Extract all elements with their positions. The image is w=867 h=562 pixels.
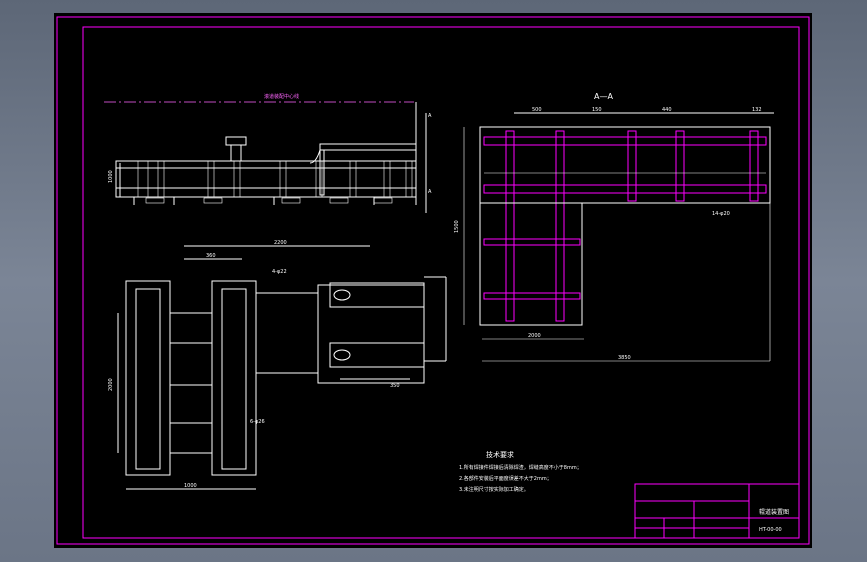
technical-notes: 技术要求 1.所有焊接件焊接后清除焊渣，焊缝高度不小于8mm； 2.各部件安装后… (459, 450, 582, 493)
centerline-note: 滚道装配中心线 (264, 93, 299, 100)
plan-dim-bottom: 1000 (184, 483, 197, 489)
top-dim-2: 150 (592, 107, 602, 113)
front-elevation-view: 滚道装配中心线 1000 A (104, 93, 432, 213)
plan-dim-width: 360 (206, 253, 216, 259)
sheet-outer-border (56, 16, 810, 545)
cad-viewport[interactable]: 滚道装配中心线 1000 A (54, 13, 812, 548)
title-block: 辊道装置图 HT-00-00 (634, 483, 800, 539)
drawing-code: HT-00-00 (759, 527, 782, 533)
bottom-dim-1: 2000 (528, 333, 541, 339)
sheet-inner-border (82, 26, 800, 539)
section-mark-upper: A (428, 113, 432, 119)
hole-callout-2: 4-φ22 (272, 269, 287, 275)
section-aa-view: A—A 500 150 440 132 1500 2000 3850 14-φ2… (454, 92, 774, 362)
bottom-dim-2: 3850 (618, 355, 631, 361)
plan-dim-motor: 350 (390, 383, 400, 389)
plan-dim-left: 2000 (108, 378, 114, 391)
left-dim-1: 1500 (454, 220, 460, 233)
top-dim-3: 440 (662, 107, 672, 113)
top-dim-4: 132 (752, 107, 762, 113)
drawing-canvas: 滚道装配中心线 1000 A (56, 16, 810, 545)
section-mark-lower: A (428, 189, 432, 195)
note-line-1: 1.所有焊接件焊接后清除焊渣，焊缝高度不小于8mm； (459, 464, 582, 471)
drawing-name: 辊道装置图 (759, 508, 789, 516)
top-dim-1: 500 (532, 107, 542, 113)
height-dim: 1000 (108, 170, 114, 183)
plan-view: 2200 360 4-φ22 6-φ26 1000 2000 350 (108, 240, 447, 490)
hole-callout-3: 6-φ26 (250, 419, 265, 425)
note-line-2: 2.各部件安装后平面度误差不大于2mm； (459, 475, 552, 482)
note-line-3: 3.未注明尺寸按实际加工确定。 (459, 486, 529, 493)
notes-title: 技术要求 (486, 450, 514, 459)
section-aa-label: A—A (594, 92, 613, 101)
hole-callout-1: 14-φ20 (712, 211, 730, 217)
plan-dim-total: 2200 (274, 240, 287, 246)
